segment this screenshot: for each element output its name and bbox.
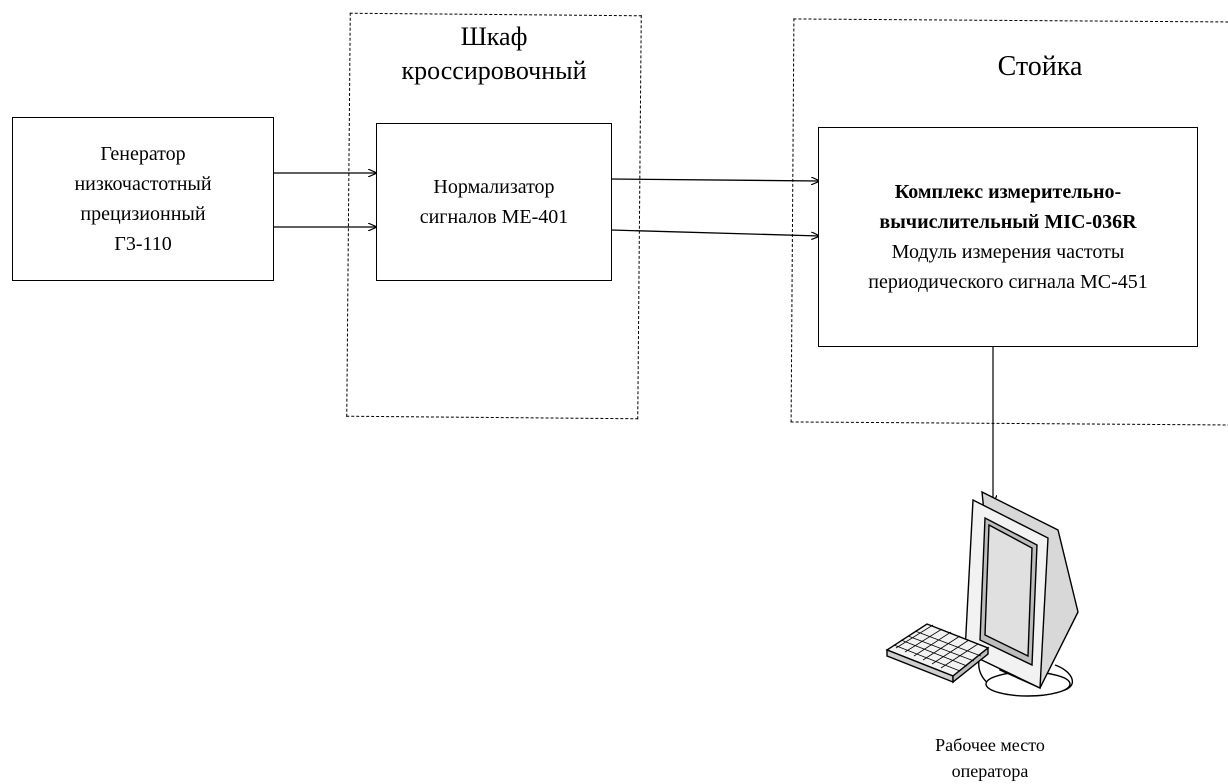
complex-line2: вычислительный MIC-036R bbox=[879, 211, 1137, 233]
complex-box: Комплекс измерительно- вычислительный MI… bbox=[818, 127, 1198, 347]
normalizer-line2: сигналов МЕ-401 bbox=[419, 206, 569, 228]
cabinet-title-line2: кроссировочный bbox=[401, 56, 587, 85]
rack-title-text: Стойка bbox=[997, 51, 1083, 82]
workstation-label: Рабочее место оператора bbox=[880, 732, 1100, 784]
workstation-line1: Рабочее место bbox=[935, 735, 1045, 755]
computer-icon bbox=[885, 490, 1079, 697]
complex-line1: Комплекс измерительно- bbox=[894, 181, 1122, 203]
generator-line2: низкочастотный bbox=[74, 173, 212, 195]
generator-line3: прецизионный bbox=[80, 203, 206, 225]
cabinet-title-line1: Шкаф bbox=[460, 22, 528, 51]
cabinet-title: Шкаф кроссировочный bbox=[348, 20, 640, 88]
complex-line4: периодического сигнала МС-451 bbox=[868, 271, 1148, 293]
generator-box: Генератор низкочастотный прецизионный Г3… bbox=[12, 117, 274, 281]
normalizer-to-complex-line-top bbox=[610, 179, 820, 181]
normalizer-box: Нормализатор сигналов МЕ-401 bbox=[376, 123, 612, 281]
workstation-line2: оператора bbox=[951, 761, 1029, 781]
normalizer-line1: Нормализатор bbox=[433, 176, 555, 198]
rack-title: Стойка bbox=[940, 50, 1140, 84]
generator-line1: Генератор bbox=[100, 143, 186, 165]
normalizer-to-complex-line-bottom bbox=[610, 229, 820, 236]
generator-line4: Г3-110 bbox=[114, 233, 172, 255]
complex-line3: Модуль измерения частоты bbox=[891, 241, 1125, 263]
